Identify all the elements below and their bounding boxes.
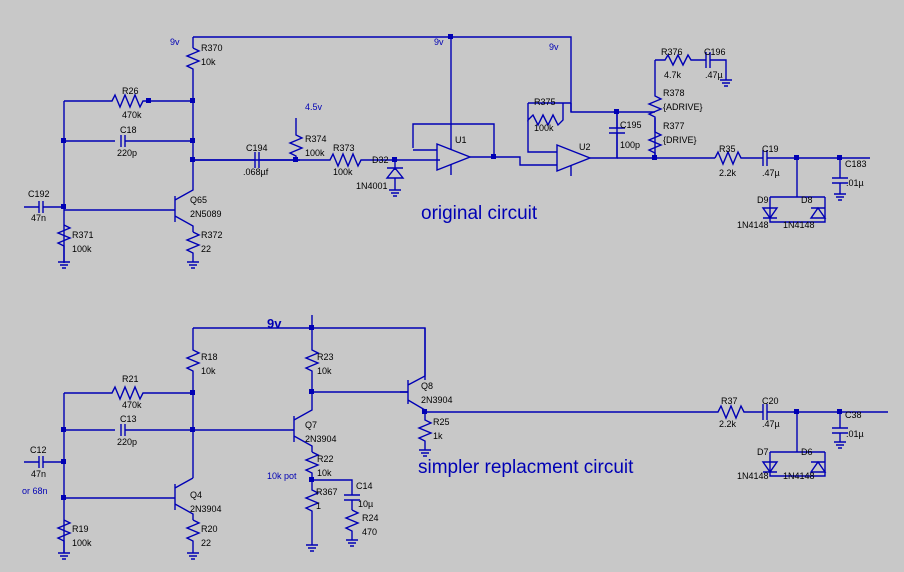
label-C196: C196	[704, 47, 726, 57]
label-Q8: Q8	[421, 381, 433, 391]
value-C18: 220p	[117, 148, 137, 158]
value-R18: 10k	[201, 366, 216, 376]
label-R373: R373	[333, 143, 355, 153]
label-C14: C14	[356, 481, 373, 491]
label-C38: C38	[845, 410, 862, 420]
value-C20: .47µ	[762, 419, 780, 429]
original-circuit-wiring	[24, 36, 870, 269]
label-R20: R20	[201, 524, 218, 534]
value-R377: {DRIVE}	[663, 135, 697, 145]
value-C192: 47n	[31, 213, 46, 223]
label-C19: C19	[762, 144, 779, 154]
original-circuit-title: original circuit	[421, 203, 538, 224]
value-R19: 100k	[72, 538, 92, 548]
value-R378: {ADRIVE}	[663, 102, 703, 112]
label-R376: R376	[661, 47, 683, 57]
label-R26: R26	[122, 86, 139, 96]
label-R374: R374	[305, 134, 327, 144]
label-C20: C20	[762, 396, 779, 406]
value-Q4: 2N3904	[190, 504, 222, 514]
net-9v-right: 9v	[549, 42, 559, 52]
label-R21: R21	[122, 374, 139, 384]
value-C194: .068µf	[243, 167, 269, 177]
value-D6: 1N4148	[783, 471, 815, 481]
label-D9: D9	[757, 195, 769, 205]
value-R23: 10k	[317, 366, 332, 376]
value-D32: 1N4001	[356, 181, 388, 191]
value-R372: 22	[201, 244, 211, 254]
net-9v-bottom: 9v	[267, 316, 282, 331]
value-C13: 220p	[117, 437, 137, 447]
value-R373: 100k	[333, 167, 353, 177]
value-R37: 2.2k	[719, 419, 737, 429]
label-R377: R377	[663, 121, 685, 131]
pot-label: 10k pot	[267, 471, 297, 481]
simpler-circuit-title: simpler replacment circuit	[418, 457, 634, 478]
value-Q7: 2N3904	[305, 434, 337, 444]
value-Q8: 2N3904	[421, 395, 453, 405]
value-R367: 1	[316, 501, 321, 511]
label-R22: R22	[317, 454, 334, 464]
value-Q65: 2N5089	[190, 209, 222, 219]
label-C18: C18	[120, 125, 137, 135]
label-R378: R378	[663, 88, 685, 98]
value-C12: 47n	[31, 469, 46, 479]
value-R371: 100k	[72, 244, 92, 254]
value-R374: 100k	[305, 148, 325, 158]
label-R37: R37	[721, 396, 738, 406]
label-R371: R371	[72, 230, 94, 240]
junction-dots	[61, 34, 842, 500]
label-C12: C12	[30, 445, 47, 455]
value-R26: 470k	[122, 110, 142, 120]
label-R24: R24	[362, 513, 379, 523]
value-R25: 1k	[433, 431, 443, 441]
value-R370: 10k	[201, 57, 216, 67]
value-D8: 1N4148	[783, 220, 815, 230]
label-R18: R18	[201, 352, 218, 362]
label-R370: R370	[201, 43, 223, 53]
label-Q65: Q65	[190, 195, 207, 205]
label-R372: R372	[201, 230, 223, 240]
value-R22: 10k	[317, 468, 332, 478]
label-R23: R23	[317, 352, 334, 362]
label-Q4: Q4	[190, 490, 202, 500]
value-C38: .01µ	[846, 429, 864, 439]
label-D8: D8	[801, 195, 813, 205]
value-R35: 2.2k	[719, 168, 737, 178]
label-U1: U1	[455, 135, 467, 145]
or-68n-note: or 68n	[22, 486, 48, 496]
label-U2: U2	[579, 142, 591, 152]
simpler-circuit-wiring	[24, 315, 888, 560]
value-R24: 470	[362, 527, 377, 537]
label-D6: D6	[801, 447, 813, 457]
label-R25: R25	[433, 417, 450, 427]
label-C183: C183	[845, 159, 867, 169]
value-R375: 100k	[534, 123, 554, 133]
value-D9: 1N4148	[737, 220, 769, 230]
value-R20: 22	[201, 538, 211, 548]
label-C194: C194	[246, 143, 268, 153]
label-Q7: Q7	[305, 420, 317, 430]
value-C195: 100p	[620, 140, 640, 150]
net-9v-left: 9v	[170, 37, 180, 47]
value-R376: 4.7k	[664, 70, 682, 80]
label-R375: R375	[534, 97, 556, 107]
label-C192: C192	[28, 189, 50, 199]
label-C13: C13	[120, 414, 137, 424]
label-D7: D7	[757, 447, 769, 457]
value-D7: 1N4148	[737, 471, 769, 481]
value-C196: .47µ	[705, 70, 723, 80]
label-D32: D32	[372, 155, 389, 165]
label-R367: R367	[316, 487, 338, 497]
value-C19: .47µ	[762, 168, 780, 178]
value-R21: 470k	[122, 400, 142, 410]
value-C183: .01µ	[846, 178, 864, 188]
label-R19: R19	[72, 524, 89, 534]
label-R35: R35	[719, 144, 736, 154]
label-C195: C195	[620, 120, 642, 130]
net-9v-mid: 9v	[434, 37, 444, 47]
value-C14: 10µ	[358, 499, 373, 509]
net-4-5v: 4.5v	[305, 102, 323, 112]
